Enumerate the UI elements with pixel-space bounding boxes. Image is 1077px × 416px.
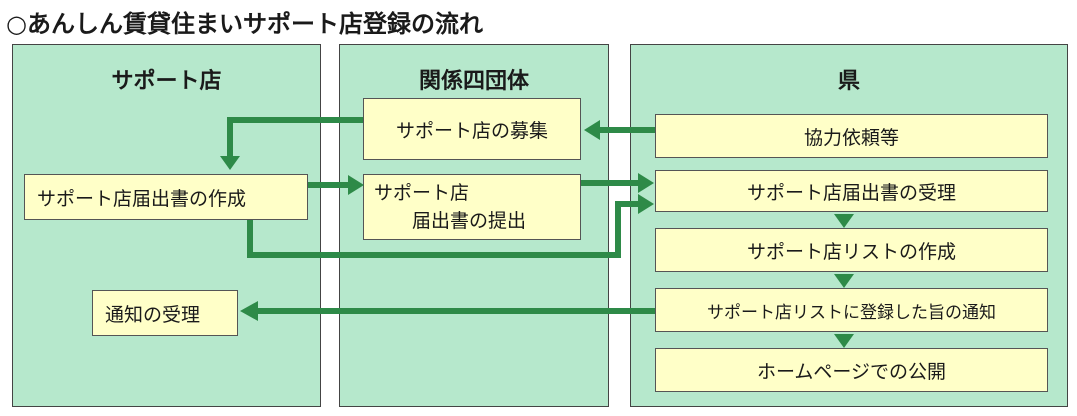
box-create-form: サポート店届出書の作成 (24, 174, 308, 220)
diagram-title: ○あんしん賃貸住まいサポート店登録の流れ (6, 10, 483, 38)
arrowhead-accept-top (638, 173, 654, 193)
box-accept-form: サポート店届出書の受理 (655, 170, 1048, 212)
arrow-recruit-to-create (227, 117, 363, 158)
arrowhead-accept-bottom (638, 194, 654, 214)
box-publish: ホームページでの公開 (655, 348, 1048, 392)
box-make-list: サポート店リストの作成 (655, 228, 1048, 272)
arrowhead-create (220, 156, 240, 170)
arrow-create-to-accept (247, 201, 640, 258)
arrowhead-notify-to-publish (834, 334, 854, 348)
lane-support-store-header: サポート店 (111, 69, 222, 94)
arrowhead-receive (240, 301, 258, 321)
arrowhead-submit (348, 175, 364, 195)
box-request: 協力依頼等 (655, 114, 1048, 158)
box-notify: サポート店リストに登録した旨の通知 (655, 288, 1048, 332)
lane-prefecture: 県 (630, 44, 1068, 407)
lane-four-groups-header: 関係四団体 (418, 69, 529, 94)
lane-prefecture-header: 県 (837, 69, 860, 94)
box-submit-form: サポート店 届出書の提出 (363, 174, 581, 240)
lane-support-store: サポート店 (12, 44, 321, 407)
box-recruit: サポート店の募集 (363, 98, 581, 160)
arrowhead-accept-to-list (834, 214, 854, 228)
box-submit-form-line2: 届出書の提出 (412, 210, 527, 232)
box-submit-form-line1: サポート店 (374, 182, 470, 204)
box-receive-notice: 通知の受理 (92, 290, 238, 336)
arrowhead-recruit (584, 120, 600, 140)
arrowhead-list-to-notify (834, 274, 854, 288)
